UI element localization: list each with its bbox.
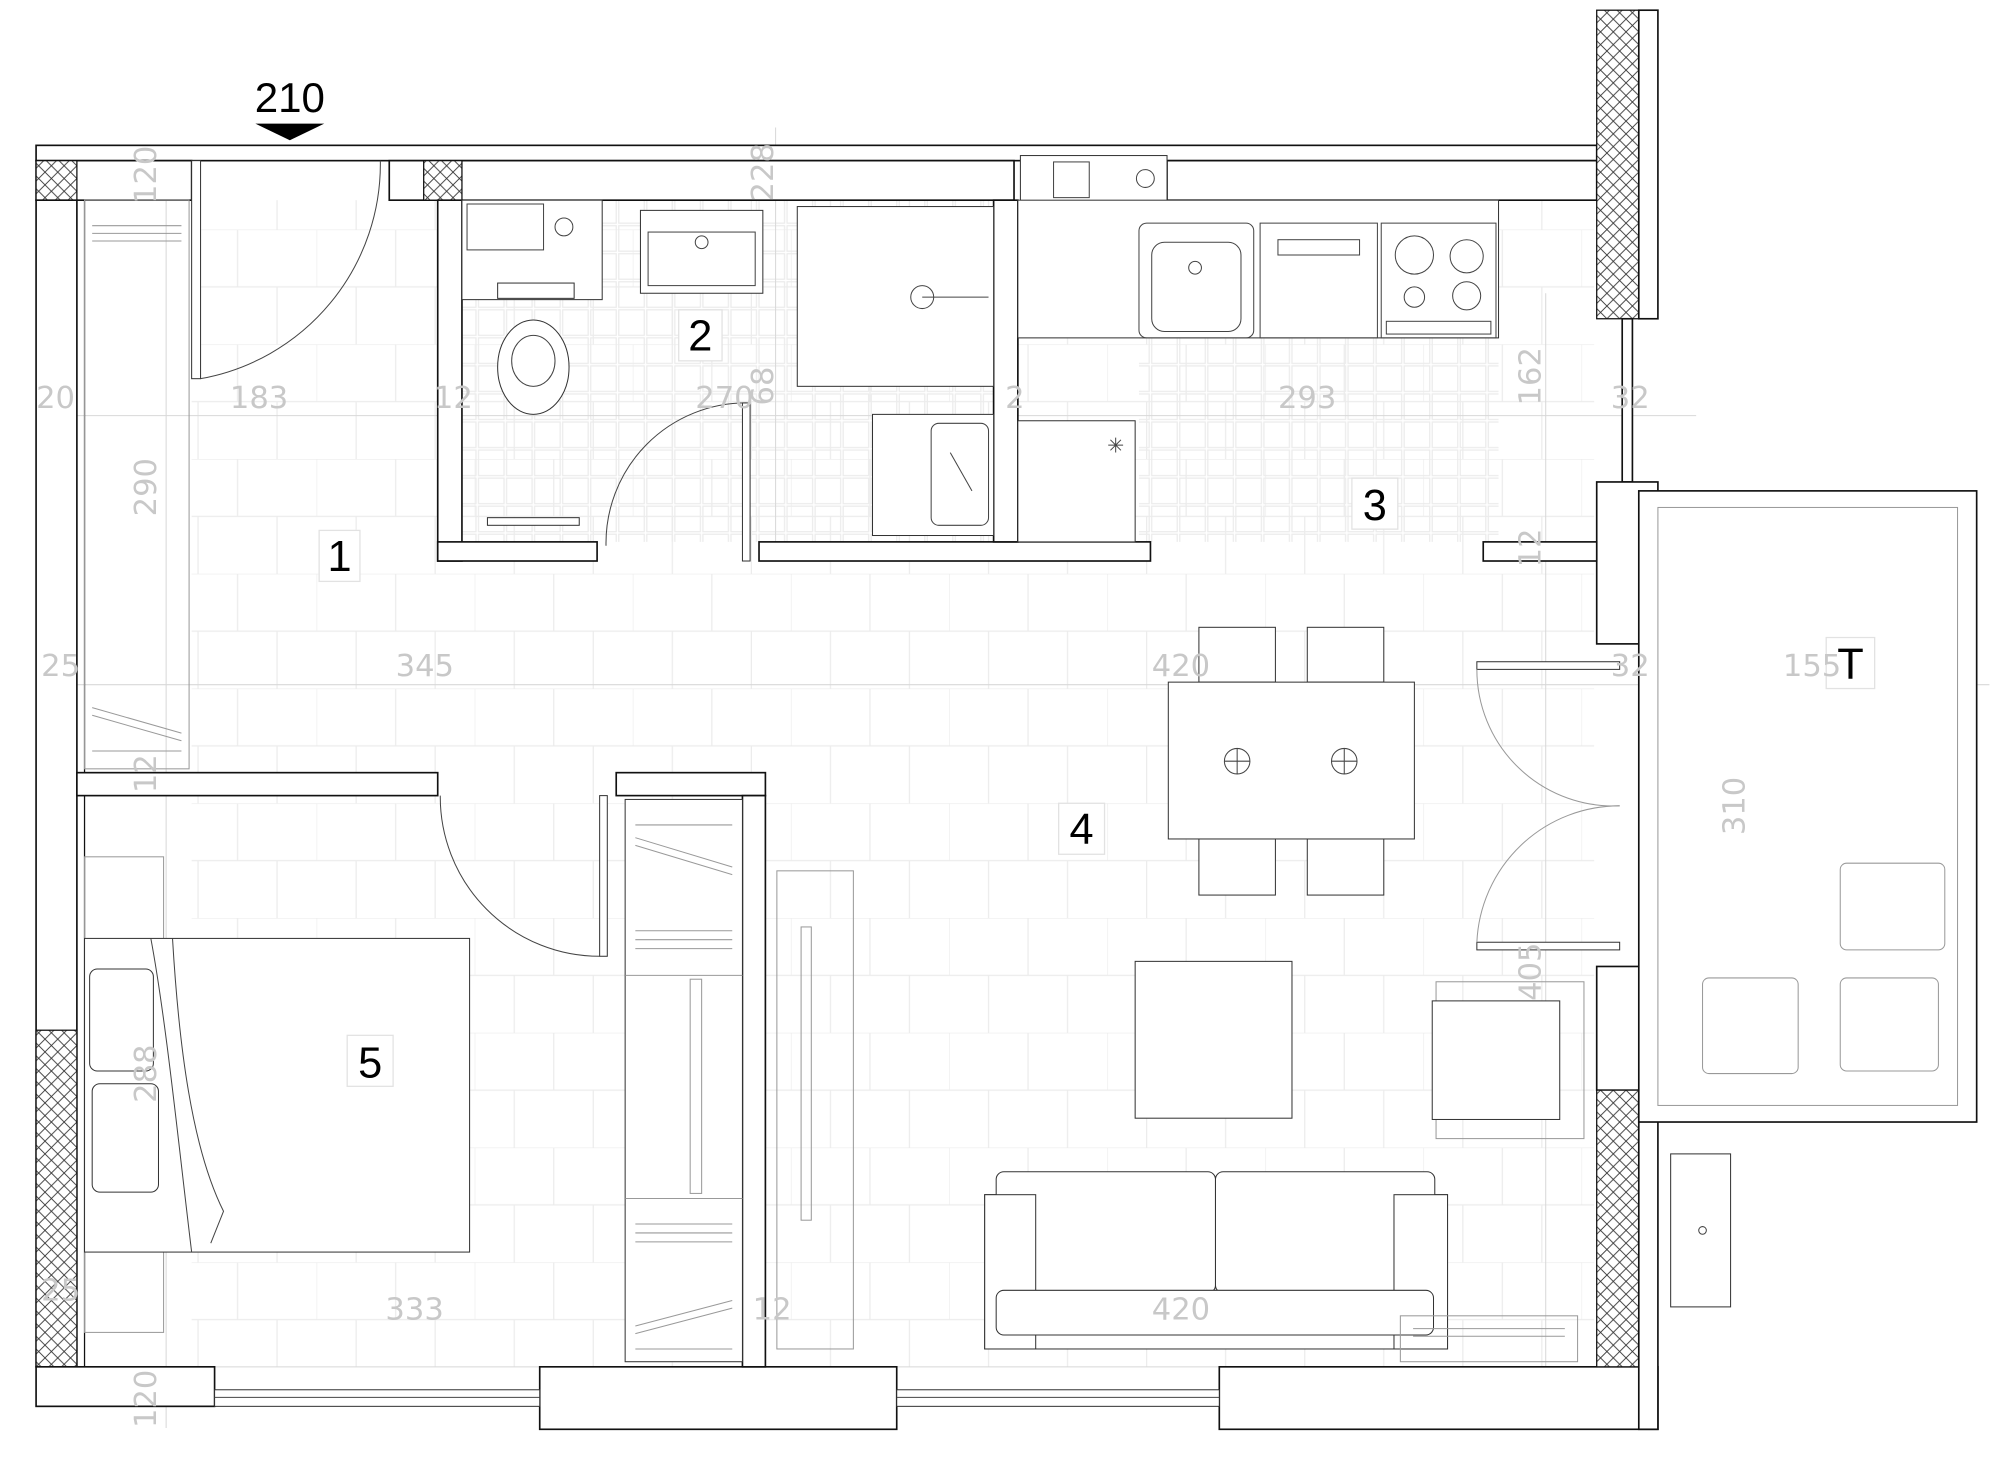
room-label-2: 2 — [688, 313, 712, 361]
dim-hall-length: 290 — [129, 458, 164, 516]
dim-bottom-wall: 120 — [129, 1370, 164, 1428]
dim-hall-width: 183 — [230, 381, 288, 416]
terrace-furniture — [1702, 862, 1946, 1075]
dim-wardrobe-partition: 12 — [753, 1293, 792, 1328]
dim-left-wall-bottom: 25 — [41, 1274, 80, 1309]
arrow-down-icon — [255, 123, 325, 141]
section-marker-label: 210 — [255, 74, 325, 121]
dim-bed-partition: 12 — [129, 754, 164, 793]
dim-terrace-width: 155 — [1783, 649, 1841, 684]
living-furniture — [776, 626, 1732, 1363]
kitchen-fixtures: ✳ — [1017, 155, 1500, 543]
dim-kitchen-wall: 12 — [1514, 528, 1549, 567]
dim-top-wall: 228 — [746, 143, 781, 201]
dim-living-width-top: 420 — [1152, 649, 1210, 684]
dim-terrace-length: 310 — [1718, 777, 1753, 835]
dim-right-wall-mid: 32 — [1611, 649, 1650, 684]
dim-right-wall-top: 32 — [1611, 381, 1650, 416]
section-marker: 210 — [255, 74, 325, 141]
dim-bed-depth: 288 — [129, 1044, 164, 1102]
room-label-3: 3 — [1363, 482, 1387, 530]
dim-partition-2: 2 — [1005, 381, 1024, 416]
floor-tiles-kitchen — [1138, 337, 1499, 542]
room-labels: 1 2 3 4 5 T — [318, 309, 1876, 1087]
dim-living-depth: 405 — [1514, 942, 1549, 1000]
bedroom-furniture — [84, 798, 743, 1363]
dim-kitchen-width: 293 — [1278, 381, 1336, 416]
dim-bath-width: 270 — [695, 381, 753, 416]
room-label-5: 5 — [358, 1039, 382, 1087]
dim-bath-depth: 68 — [746, 367, 781, 406]
dim-hall-living: 345 — [396, 649, 454, 684]
dim-left-wall-top: 20 — [36, 381, 75, 416]
dim-living-width-bottom: 420 — [1152, 1293, 1210, 1328]
dim-entry-top: 120 — [129, 146, 164, 204]
bathroom-fixtures — [461, 199, 995, 537]
doors — [191, 160, 1621, 957]
room-label-4: 4 — [1070, 806, 1094, 854]
dimension-labels: 120 20 183 12 270 68 228 2 293 162 32 29… — [36, 143, 1841, 1428]
room-label-1: 1 — [327, 533, 351, 581]
dim-left-wall-mid: 25 — [41, 649, 80, 684]
svg-text:✳: ✳ — [1107, 434, 1124, 458]
dim-bed-width: 333 — [385, 1293, 443, 1328]
walls — [35, 9, 1978, 1431]
room-label-terrace: T — [1837, 640, 1863, 688]
dim-partition-1: 12 — [434, 381, 473, 416]
dim-kitchen-depth: 162 — [1514, 347, 1549, 405]
wardrobe-hall — [84, 199, 190, 770]
